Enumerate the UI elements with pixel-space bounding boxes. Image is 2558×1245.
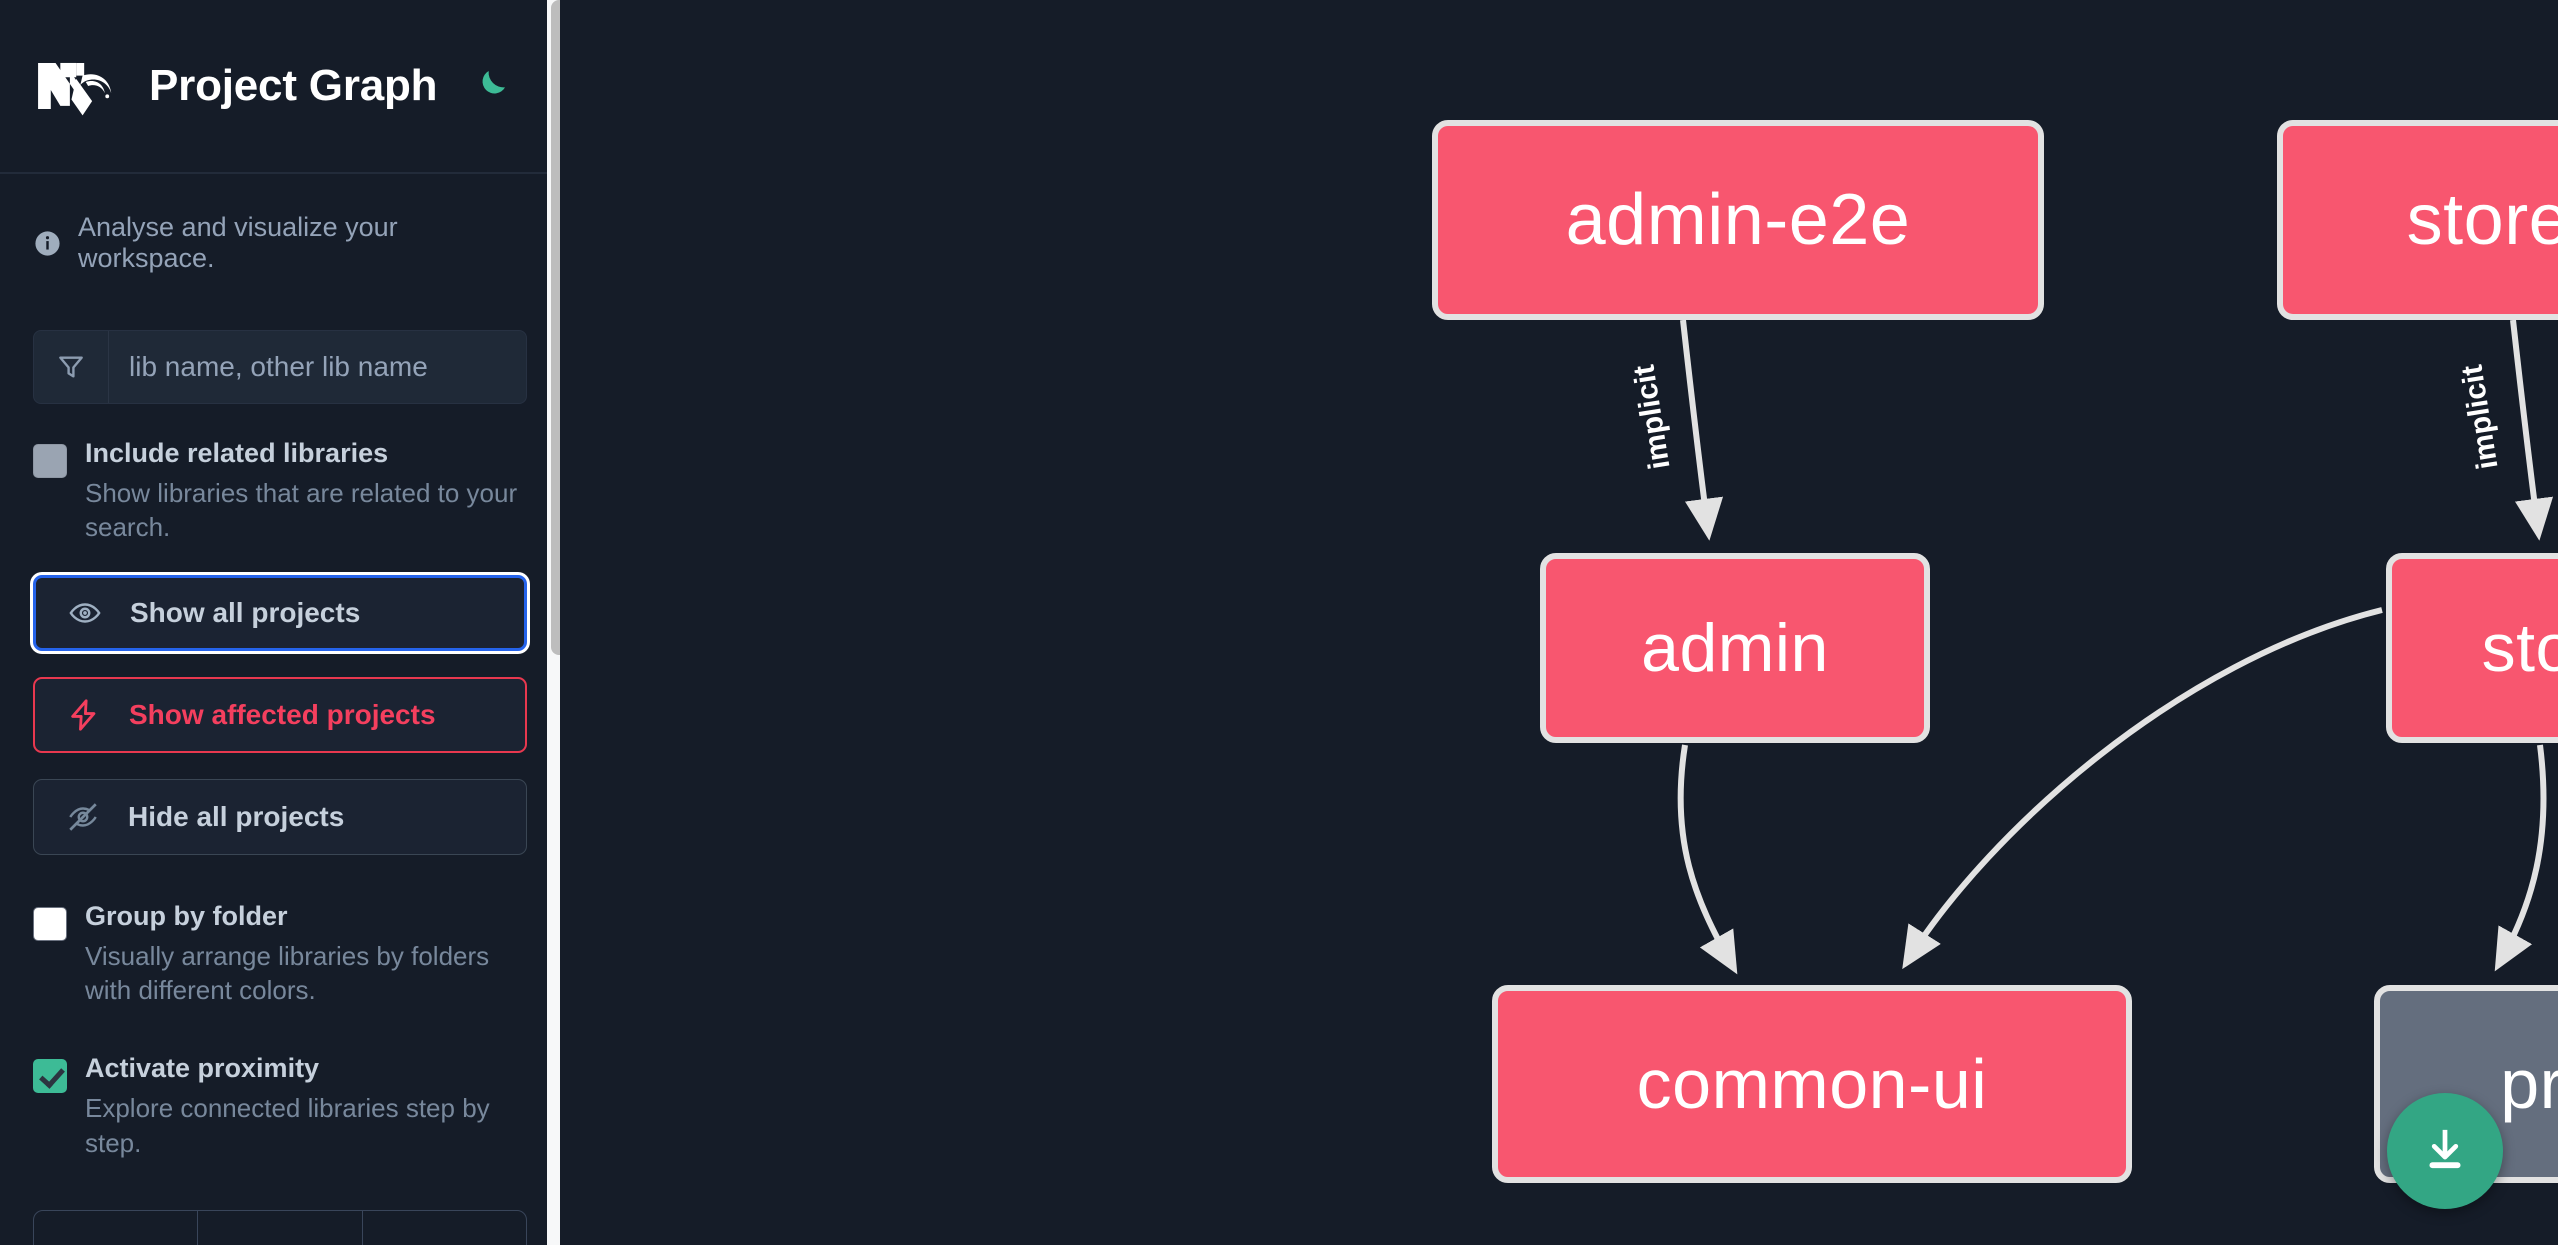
eye-icon — [66, 594, 104, 632]
edge-store-products — [2494, 744, 2547, 972]
include-related-libraries-description: Show libraries that are related to your … — [85, 478, 518, 543]
sidebar-scroll-area[interactable]: Project Graph Analy — [0, 0, 560, 1245]
graph-node-admin-e2e[interactable]: admin-e2e — [1432, 120, 2044, 320]
show-all-projects-label: Show all projects — [130, 596, 361, 628]
show-affected-projects-label: Show affected projects — [129, 698, 436, 730]
activate-proximity-row: Activate proximity Explore connected lib… — [33, 1053, 527, 1160]
moon-icon[interactable] — [467, 63, 513, 109]
filter-funnel-icon[interactable] — [34, 331, 109, 403]
edge-store-common-ui — [1902, 607, 2383, 970]
group-by-folder-description: Visually arrange libraries by folders wi… — [85, 940, 490, 1006]
graph-node-common-ui[interactable]: common-ui — [1492, 985, 2132, 1183]
graph-node-store[interactable]: store — [2386, 553, 2558, 743]
segment-1[interactable] — [34, 1211, 199, 1245]
graph-node-label: store — [2481, 610, 2558, 686]
graph-node-label: admin — [1641, 610, 1829, 686]
tagline: Analyse and visualize your workspace. — [33, 212, 527, 274]
include-related-libraries-checkbox[interactable] — [33, 444, 67, 478]
tagline-text: Analyse and visualize your workspace. — [78, 212, 398, 273]
include-related-libraries-label: Include related libraries — [85, 438, 389, 468]
sidebar-header: Project Graph — [0, 0, 560, 174]
page-title: Project Graph — [149, 61, 438, 110]
download-icon — [2418, 1122, 2472, 1181]
hide-all-projects-label: Hide all projects — [128, 800, 345, 832]
download-graph-button[interactable] — [2387, 1093, 2503, 1209]
graph-node-label: common-ui — [1636, 1045, 1988, 1123]
hide-all-projects-button[interactable]: Hide all projects — [33, 778, 527, 855]
include-related-libraries-row: Include related libraries Show libraries… — [33, 438, 527, 545]
graph-edges — [1677, 319, 2554, 975]
sidebar-scrollbar-thumb[interactable] — [551, 0, 560, 655]
search-row — [33, 330, 527, 404]
info-icon — [33, 229, 62, 258]
activate-proximity-description: Explore connected libraries step by step… — [85, 1093, 490, 1158]
search-input[interactable] — [109, 331, 526, 403]
graph-node-label: products — [2500, 1045, 2558, 1123]
edge-admin-common-ui — [1677, 744, 1738, 975]
sidebar: Project Graph Analy — [0, 0, 560, 1245]
nx-logo-icon — [33, 55, 129, 117]
eye-slash-icon — [64, 798, 102, 836]
segment-2[interactable] — [198, 1211, 363, 1245]
graph-node-store-e2e[interactable]: store-e2e — [2277, 120, 2558, 320]
graph-node-label: admin-e2e — [1565, 180, 1911, 260]
group-by-folder-row: Group by folder Visually arrange librari… — [33, 901, 527, 1008]
proximity-segmented-control[interactable] — [33, 1210, 527, 1245]
activate-proximity-label: Activate proximity — [85, 1053, 320, 1084]
graph-node-label: store-e2e — [2406, 180, 2558, 260]
activate-proximity-checkbox[interactable] — [33, 1059, 67, 1094]
graph-canvas[interactable]: admin-e2e store-e2e admin store common-u… — [560, 0, 2558, 1245]
group-by-folder-label: Group by folder — [85, 900, 288, 931]
lightning-bolt-icon — [65, 696, 103, 734]
show-affected-projects-button[interactable]: Show affected projects — [33, 676, 527, 753]
sidebar-body: Analyse and visualize your workspace. In… — [0, 212, 560, 1245]
show-all-projects-button[interactable]: Show all projects — [33, 574, 527, 651]
group-by-folder-checkbox[interactable] — [33, 906, 67, 941]
segment-3[interactable] — [363, 1211, 526, 1245]
edge-store-e2e-store — [2510, 319, 2554, 541]
edge-admin-e2e-admin — [1680, 319, 1724, 541]
graph-node-admin[interactable]: admin — [1540, 553, 1930, 743]
